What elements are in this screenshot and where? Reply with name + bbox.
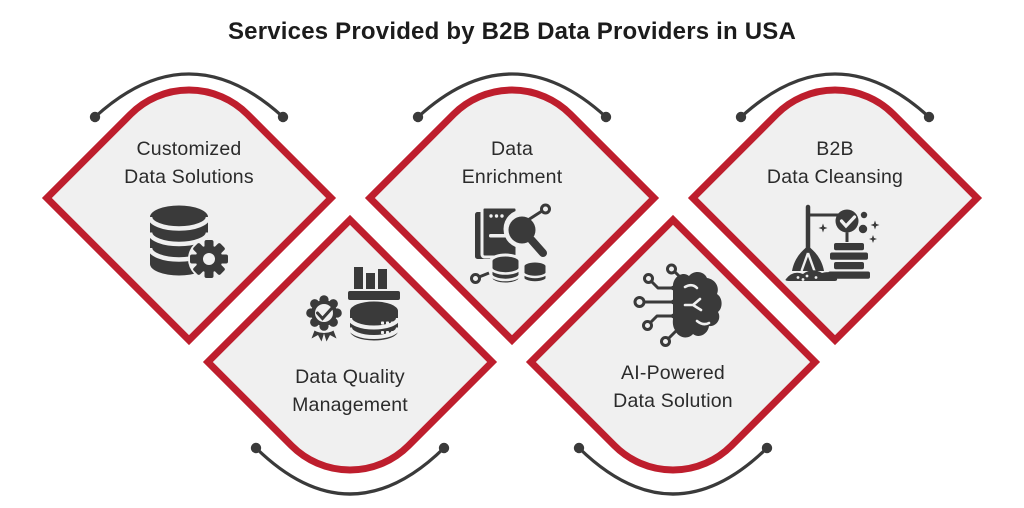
service-card-data-quality-management: Data Quality Management [202,214,498,508]
service-label-line1: Data [491,138,533,160]
document-magnifier-database-icon [470,203,551,286]
service-label-line1: B2B [816,138,854,160]
service-label: B2B Data Cleansing [767,135,903,191]
service-label-line2: Enrichment [461,166,563,188]
service-label-line2: Data Solutions [124,166,254,188]
service-label: Customized Data Solutions [124,135,254,191]
service-card-data-enrichment: Data Enrichment [364,50,660,346]
service-label: Data Quality Management [292,363,408,419]
service-label-line1: Data Quality [295,366,405,388]
ai-brain-circuit-icon [633,263,722,347]
service-label-line1: Customized [136,138,242,160]
service-label-line1: AI-Powered [621,362,725,384]
connector-arc-bottom [250,442,450,496]
service-label-line2: Data Solution [613,390,733,412]
service-card-ai-powered-data-solution: AI-Powered Data Solution [525,214,821,508]
connector-arc-bottom [573,442,773,496]
service-label-line2: Management [292,394,408,416]
service-label: Data Enrichment [462,135,563,191]
connector-arc-top [89,72,289,123]
connector-arc-top [412,72,612,123]
quality-badge-database-icon [304,267,400,342]
service-label-line2: Data Cleansing [766,166,904,188]
connector-arc-top [735,72,935,123]
service-card-b2b-data-cleansing: B2B Data Cleansing [687,50,983,346]
mop-data-stack-icon [785,204,880,281]
database-gear-icon [147,205,230,280]
page-title: Services Provided by B2B Data Providers … [227,18,797,45]
service-card-customized-data-solutions: Customized Data Solutions [41,50,337,346]
service-label: AI-Powered Data Solution [613,359,733,415]
